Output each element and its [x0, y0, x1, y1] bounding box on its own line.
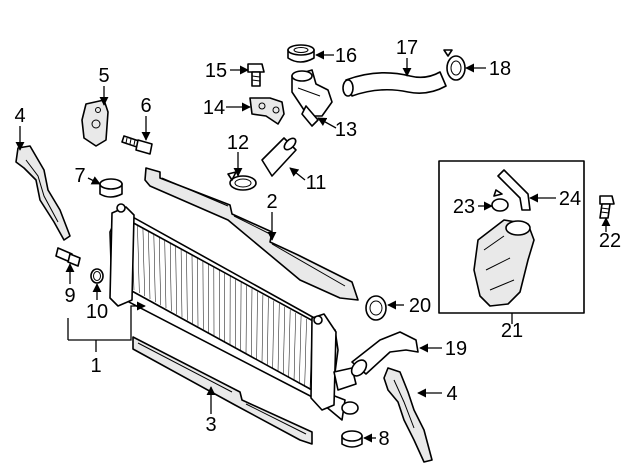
bolt-22	[599, 195, 615, 219]
drain-plug	[55, 247, 81, 267]
hose-clamp-20	[365, 295, 387, 321]
radiator-fin-line	[256, 291, 258, 360]
callout-2: 2	[266, 191, 277, 213]
leader-11	[289, 167, 306, 181]
radiator-fin-line	[197, 258, 199, 327]
upper-air-deflector	[144, 167, 359, 301]
small-hose	[261, 137, 297, 177]
side-seal-left	[15, 145, 71, 241]
leader-1-stem	[67, 318, 97, 352]
radiator-fin-line	[272, 300, 275, 369]
radiator-fin-line	[169, 243, 172, 312]
callout-7: 7	[74, 165, 85, 187]
o-ring	[90, 268, 104, 284]
callout-12: 12	[227, 132, 249, 154]
radiator-fin-line	[277, 303, 280, 372]
leader-13	[317, 117, 337, 129]
bolt-15	[247, 63, 265, 87]
radiator-fin-line	[175, 246, 177, 315]
callout-15: 15	[205, 60, 227, 82]
radiator-fin-line	[304, 318, 307, 387]
callout-1: 1	[90, 355, 101, 377]
radiator-fin-line	[153, 234, 156, 303]
hose-clip-23	[491, 189, 509, 212]
side-seal-right	[383, 367, 433, 463]
leader-1	[68, 301, 146, 341]
upper-hose	[342, 71, 447, 97]
callout-8: 8	[378, 428, 389, 450]
callout-21: 21	[501, 320, 523, 342]
hose-clamp-12	[227, 171, 257, 191]
callout-5: 5	[98, 65, 109, 87]
radiator-cap	[287, 44, 315, 63]
callout-4a: 4	[14, 105, 25, 127]
callout-14: 14	[203, 97, 225, 119]
callout-20: 20	[409, 295, 431, 317]
radiator-fin-line	[142, 228, 145, 297]
radiator-fin-line	[299, 315, 302, 384]
cushion-8	[341, 430, 363, 448]
callout-labels: 1 2 3 4 4 5 6 7 8 9 10 11 12 13 14 15 16…	[14, 37, 621, 450]
radiator-fin-line	[251, 288, 253, 357]
callout-23: 23	[453, 196, 475, 218]
hose-clamp-18	[443, 49, 466, 81]
callout-24: 24	[559, 188, 581, 210]
radiator-fin-line	[137, 225, 140, 294]
radiator-fin-line	[283, 306, 285, 375]
radiator-fin-line	[267, 297, 269, 366]
radiator-core-fins	[131, 221, 313, 391]
leader-7	[87, 176, 101, 185]
radiator-fin-line	[261, 294, 264, 363]
lower-hose	[350, 331, 419, 377]
radiator-fin-line	[164, 240, 167, 309]
reservoir-tank	[473, 219, 535, 307]
radiator-fin-line	[159, 237, 161, 306]
filler-neck	[291, 69, 333, 127]
cushion-7	[99, 178, 123, 198]
callout-9: 9	[64, 285, 75, 307]
callout-18: 18	[489, 58, 511, 80]
radiator-fin-line	[245, 285, 247, 354]
radiator-fin-line	[191, 255, 193, 324]
leader-lines	[15, 50, 611, 443]
callout-19: 19	[445, 338, 467, 360]
callout-11: 11	[306, 172, 327, 194]
bracket	[81, 99, 109, 147]
lower-air-deflector	[132, 336, 313, 445]
radiator-fin-line	[180, 249, 183, 318]
radiator	[109, 203, 359, 421]
callout-22: 22	[599, 230, 621, 252]
radiator-fin-line	[148, 231, 151, 300]
callout-13: 13	[335, 119, 357, 141]
overflow-hose	[497, 169, 531, 211]
callout-3: 3	[205, 414, 216, 436]
radiator-fin-line	[288, 309, 291, 378]
callout-10: 10	[86, 301, 108, 323]
radiator-fin-line	[186, 252, 188, 321]
callout-17: 17	[396, 37, 418, 59]
callout-16: 16	[335, 45, 357, 67]
callout-6: 6	[140, 95, 151, 117]
callout-4b: 4	[446, 383, 457, 405]
mount-bracket-14	[249, 97, 285, 125]
radiator-fin-line	[293, 312, 296, 381]
bolt-6	[121, 135, 153, 155]
